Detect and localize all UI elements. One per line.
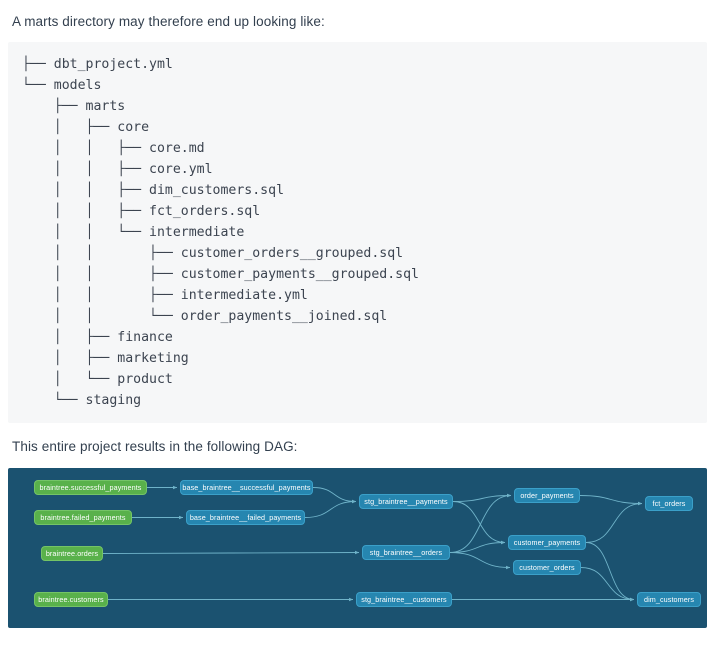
directory-tree-text: ├── dbt_project.yml └── models ├── marts… <box>22 57 419 409</box>
dag-node-base_braintree__failed_payments[interactable]: base_braintree__failed_payments <box>186 509 305 525</box>
dag-edge <box>449 540 506 553</box>
intro-paragraph: A marts directory may therefore end up l… <box>12 14 325 29</box>
dag-node-stg_braintree__payments[interactable]: stg_braintree__payments <box>359 493 453 509</box>
dag-edge <box>585 541 635 601</box>
dag-edge <box>102 550 360 554</box>
dag-edge <box>579 494 643 505</box>
dag-edge <box>452 500 506 544</box>
dag-diagram[interactable]: braintree.successful_payments braintree.f… <box>8 467 707 628</box>
dag-edge <box>449 493 512 553</box>
dag-node-stg_braintree__customers[interactable]: stg_braintree__customers <box>356 591 452 607</box>
dag-node-dim_customers[interactable]: dim_customers <box>637 591 701 607</box>
dag-node-braintree_failed_payments[interactable]: braintree.failed_payments <box>34 509 132 525</box>
dag-node-braintree_orders[interactable]: braintree.orders <box>41 545 103 561</box>
dag-node-customer_orders[interactable]: customer_orders <box>513 559 581 575</box>
dag-edge <box>312 486 357 503</box>
dag-edge <box>449 551 511 569</box>
dag-node-order_payments[interactable]: order_payments <box>514 487 580 503</box>
dag-node-base_braintree__successful_payments[interactable]: base_braintree__successful_payments <box>180 479 313 495</box>
dag-edges <box>102 485 643 601</box>
dag-edge <box>452 493 512 502</box>
dag-paragraph: This entire project results in the follo… <box>12 439 298 455</box>
dag-edge <box>580 566 635 601</box>
dag-node-braintree_successful_payments[interactable]: braintree.successful_payments <box>34 479 147 495</box>
directory-tree-code-block: ├── dbt_project.yml └── models ├── marts… <box>8 42 707 424</box>
dag-node-braintree_customers[interactable]: braintree.customers <box>34 591 108 607</box>
dag-edge <box>304 499 357 518</box>
dag-node-customer_payments[interactable]: customer_payments <box>508 534 586 550</box>
dag-edge <box>585 501 643 543</box>
dag-node-stg_braintree__orders[interactable]: stg_braintree__orders <box>362 544 450 560</box>
page-container: A marts directory may therefore end up l… <box>0 12 715 628</box>
dag-node-fct_orders[interactable]: fct_orders <box>645 495 693 511</box>
